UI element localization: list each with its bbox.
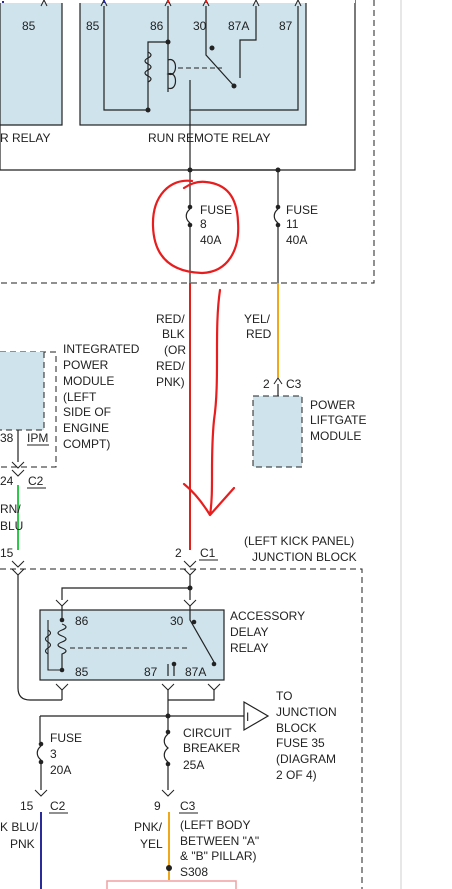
- fuse-3-number: 3: [50, 747, 57, 761]
- annotation-arrow: [182, 288, 236, 517]
- jb-c3-bottom-conn: C3: [180, 799, 196, 813]
- splice-s308: S308: [106, 865, 237, 889]
- left-relay-pin-85: 85: [22, 19, 36, 33]
- svg-text:YEL: YEL: [140, 837, 163, 851]
- svg-text:FUSE 35: FUSE 35: [276, 736, 325, 750]
- svg-text:(LEFT KICK PANEL): (LEFT KICK PANEL): [244, 534, 354, 548]
- svg-text:(LEFT BODY: (LEFT BODY: [180, 818, 250, 832]
- blu-pnk-wire-label: K BLU/ PNK: [0, 820, 39, 851]
- svg-text:BLU: BLU: [0, 519, 23, 533]
- svg-text:(DIAGRAM: (DIAGRAM: [276, 752, 336, 766]
- splice-label: S308: [180, 865, 208, 879]
- yel-red-wire-label: YEL/ RED: [244, 312, 272, 341]
- svg-text:& "B" PILLAR): & "B" PILLAR): [180, 849, 257, 863]
- ipm-pin: 38: [0, 431, 14, 445]
- svg-text:POWER: POWER: [63, 358, 109, 372]
- svg-text:BREAKER: BREAKER: [183, 741, 241, 755]
- jb-left-pin: 15: [0, 546, 14, 560]
- fuse-11-number: 11: [286, 217, 299, 231]
- wire-runs: [17, 283, 279, 889]
- acc-relay-pin-87a: 87A: [185, 665, 206, 679]
- svg-text:BETWEEN "A": BETWEEN "A": [180, 834, 259, 848]
- svg-text:TO: TO: [276, 689, 292, 703]
- liftgate-pin: 2: [263, 377, 270, 391]
- run-relay-pin-87a: 87A: [228, 19, 249, 33]
- fuse-11-rating: 40A: [286, 233, 307, 247]
- pnk-yel-wire-label: PNK/ YEL: [134, 820, 163, 851]
- annotation-marks: [151, 179, 240, 517]
- jb-c2-bottom-conn: C2: [50, 799, 66, 813]
- svg-text:RED: RED: [246, 327, 272, 341]
- fuse-8-word: FUSE: [200, 203, 232, 217]
- fuse-3-rating: 20A: [50, 763, 71, 777]
- ipm-tag: IPM: [27, 431, 48, 445]
- svg-text:COMPT): COMPT): [63, 437, 110, 451]
- svg-text:RELAY: RELAY: [230, 641, 268, 655]
- grn-blu-wire-label: RN/ BLU: [0, 502, 23, 533]
- acc-relay-pin-85: 85: [75, 665, 89, 679]
- svg-text:PNK/: PNK/: [134, 820, 163, 834]
- svg-text:(OR: (OR: [164, 343, 186, 357]
- svg-text:DELAY: DELAY: [230, 625, 268, 639]
- svg-text:BLOCK: BLOCK: [276, 721, 317, 735]
- ipm-c2-conn: C2: [28, 474, 44, 488]
- svg-text:RN/: RN/: [0, 502, 21, 516]
- run-relay-pin-85: 85: [86, 19, 100, 33]
- svg-text:K BLU/: K BLU/: [0, 820, 39, 834]
- acc-relay-pin-87: 87: [144, 665, 158, 679]
- fuse-8-number: 8: [200, 217, 207, 231]
- power-liftgate-module: 2 C3 POWER LIFTGATE MODULE: [252, 377, 366, 468]
- svg-text:YEL/: YEL/: [244, 312, 271, 326]
- svg-text:ACCESSORY: ACCESSORY: [230, 609, 305, 623]
- svg-text:RED/: RED/: [156, 312, 185, 326]
- fuse-8-rating: 40A: [200, 233, 221, 247]
- svg-text:PNK): PNK): [156, 375, 185, 389]
- jb-c1-pin: 2: [175, 546, 182, 560]
- top-relay-section: 85 R RELAY 85 86 30 87A 87 RUN REMOTE RE…: [0, 0, 356, 171]
- integrated-power-module: INTEGRATED POWER MODULE (LEFT SIDE OF EN…: [0, 342, 140, 489]
- fuse-11-word: FUSE: [286, 203, 318, 217]
- svg-text:INTEGRATED: INTEGRATED: [63, 342, 140, 356]
- svg-text:SIDE OF: SIDE OF: [63, 405, 111, 419]
- annotation-circle: [151, 179, 240, 275]
- svg-text:2 OF 4): 2 OF 4): [276, 768, 317, 782]
- to-junction-flag: I: [246, 710, 249, 724]
- svg-text:ENGINE: ENGINE: [63, 421, 109, 435]
- svg-text:JUNCTION: JUNCTION: [276, 705, 337, 719]
- jb-c1-conn: C1: [200, 546, 216, 560]
- svg-text:BLK: BLK: [162, 327, 185, 341]
- run-relay-pin-86: 86: [150, 19, 164, 33]
- svg-text:JUNCTION BLOCK: JUNCTION BLOCK: [252, 550, 357, 564]
- svg-text:MODULE: MODULE: [310, 429, 361, 443]
- svg-text:PNK: PNK: [10, 837, 35, 851]
- fuse-section: FUSE 8 40A FUSE 11 40A: [0, 0, 375, 284]
- svg-text:LIFTGATE: LIFTGATE: [310, 413, 366, 427]
- svg-text:POWER: POWER: [310, 398, 356, 412]
- fuse-3-word: FUSE: [50, 731, 82, 745]
- ipm-c2-pin: 24: [0, 474, 14, 488]
- red-blk-wire-label: RED/ BLK (OR RED/ PNK): [156, 312, 186, 389]
- jb-c3-bottom-pin: 9: [154, 799, 161, 813]
- run-relay-pin-87: 87: [279, 19, 293, 33]
- left-relay-label: R RELAY: [0, 131, 50, 145]
- svg-text:(LEFT: (LEFT: [63, 390, 97, 404]
- run-relay-pin-30: 30: [193, 19, 207, 33]
- svg-text:25A: 25A: [183, 758, 204, 772]
- acc-relay-pin-30: 30: [170, 614, 184, 628]
- body-location-label: (LEFT BODY BETWEEN "A" & "B" PILLAR): [180, 818, 259, 863]
- jb-c2-bottom-pin: 15: [20, 799, 34, 813]
- svg-text:RED/: RED/: [156, 359, 185, 373]
- svg-text:CIRCUIT: CIRCUIT: [183, 726, 232, 740]
- run-relay-label: RUN REMOTE RELAY: [148, 131, 270, 145]
- acc-relay-pin-86: 86: [75, 614, 89, 628]
- svg-text:MODULE: MODULE: [63, 374, 114, 388]
- junction-block: (LEFT KICK PANEL) JUNCTION BLOCK 15 2 C1…: [0, 534, 363, 889]
- liftgate-conn: C3: [286, 377, 302, 391]
